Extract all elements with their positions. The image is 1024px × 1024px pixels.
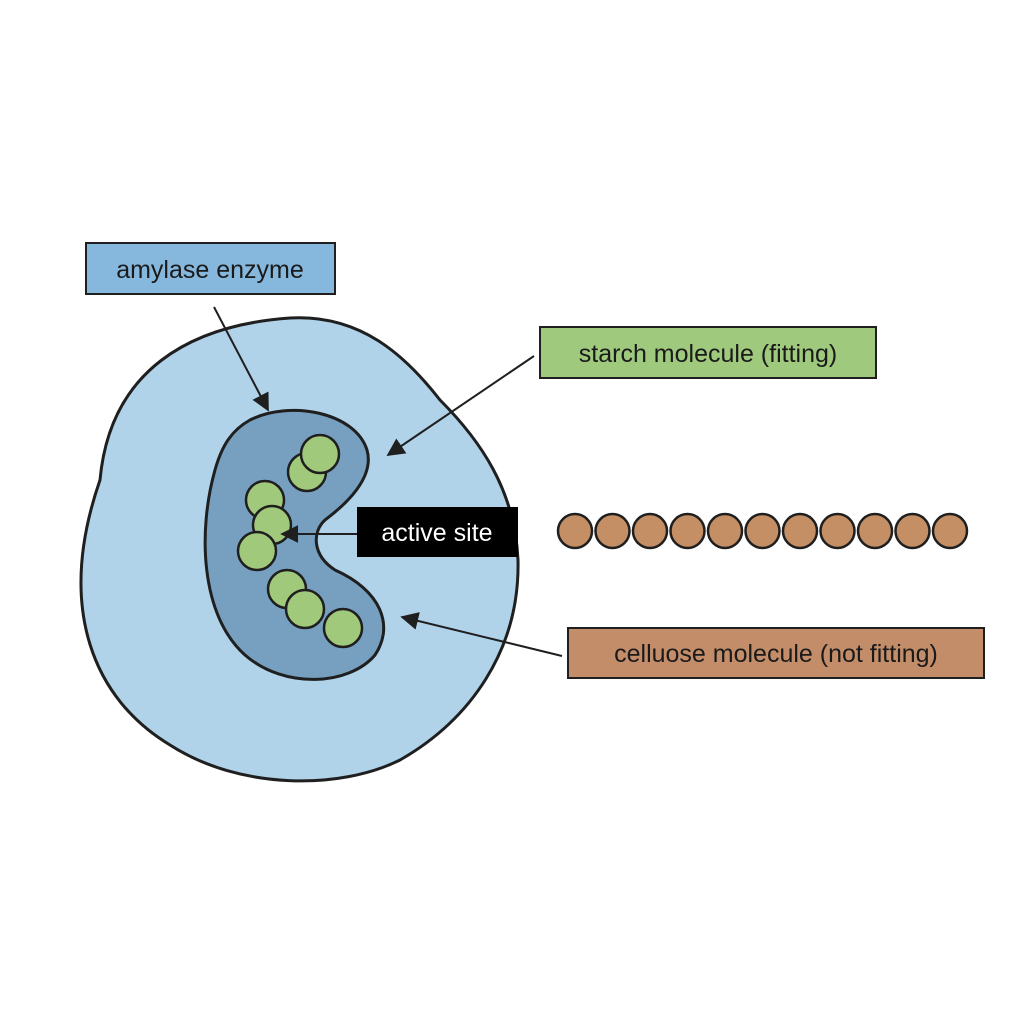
cellulose-unit <box>631 512 669 550</box>
cellulose-unit <box>744 512 781 550</box>
cellulose-molecule-label-text: celluose molecule (not fitting) <box>614 640 938 668</box>
starch-molecule-label-text: starch molecule (fitting) <box>579 340 837 368</box>
arrow-starch-molecule <box>386 355 535 457</box>
starch-unit <box>236 530 278 572</box>
cellulose-unit <box>781 512 819 550</box>
cellulose-unit <box>931 512 969 550</box>
cellulose-unit <box>594 512 631 550</box>
cellulose-unit <box>894 512 931 550</box>
active-site-label-text: active site <box>381 519 492 547</box>
starch-molecule <box>236 433 364 649</box>
amylase-enzyme-label-text: amylase enzyme <box>116 256 304 284</box>
cellulose-molecule-label: celluose molecule (not fitting) <box>567 627 985 679</box>
arrow-amylase-enzyme <box>213 306 269 412</box>
cellulose-unit <box>819 512 856 550</box>
cellulose-unit <box>669 512 706 550</box>
cellulose-unit <box>706 512 744 550</box>
cellulose-unit <box>856 512 894 550</box>
arrow-cellulose-molecule <box>400 612 563 657</box>
active-site-label: active site <box>357 507 518 557</box>
cellulose-unit <box>556 512 594 550</box>
cellulose-molecule <box>556 512 969 550</box>
starch-unit <box>299 433 341 475</box>
starch-unit <box>322 607 364 649</box>
starch-unit <box>284 588 326 630</box>
starch-molecule-label: starch molecule (fitting) <box>539 326 877 379</box>
amylase-enzyme-label: amylase enzyme <box>85 242 336 295</box>
